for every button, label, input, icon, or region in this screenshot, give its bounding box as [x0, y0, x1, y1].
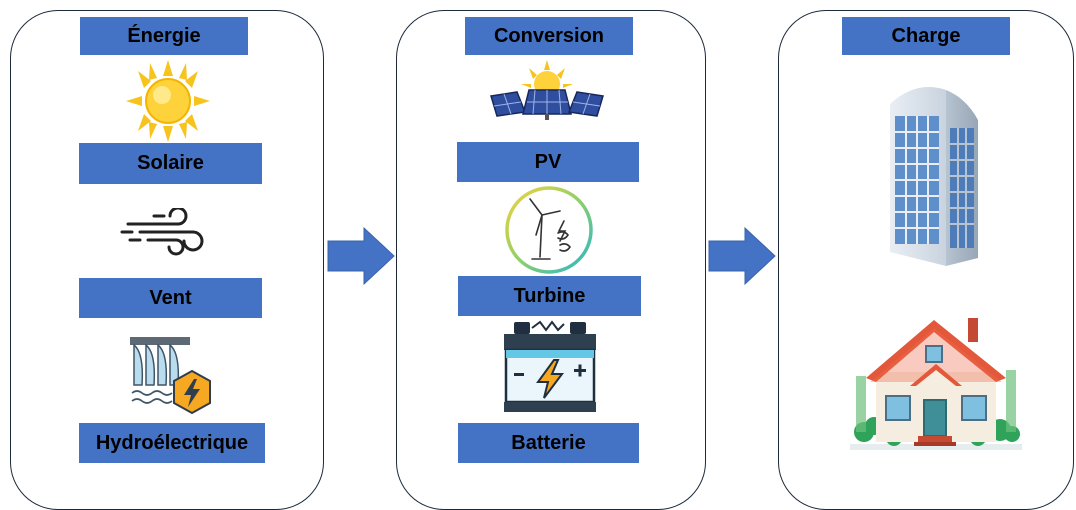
- dam-icon: [130, 337, 211, 415]
- arrow-right-icon: [327, 226, 395, 286]
- panel-title-charge: Charge: [842, 17, 1010, 55]
- label-solaire: Solaire: [79, 143, 262, 184]
- panel-title-energie: Énergie: [80, 17, 248, 55]
- label-turbine: Turbine: [458, 276, 641, 316]
- label-hydroelectrique: Hydroélectrique: [79, 423, 265, 463]
- label-vent: Vent: [79, 278, 262, 318]
- sun-icon: [126, 60, 210, 142]
- label-batterie: Batterie: [458, 423, 639, 463]
- wind-turbine-icon: [505, 186, 593, 274]
- arrow-right-icon: [708, 226, 776, 286]
- battery-icon: [504, 320, 596, 412]
- wind-icon: [120, 208, 204, 256]
- label-pv: PV: [457, 142, 639, 182]
- house-icon: [850, 318, 1022, 450]
- building-icon: [890, 87, 978, 266]
- solar-panel-icon: [490, 60, 604, 120]
- panel-title-conversion: Conversion: [465, 17, 633, 55]
